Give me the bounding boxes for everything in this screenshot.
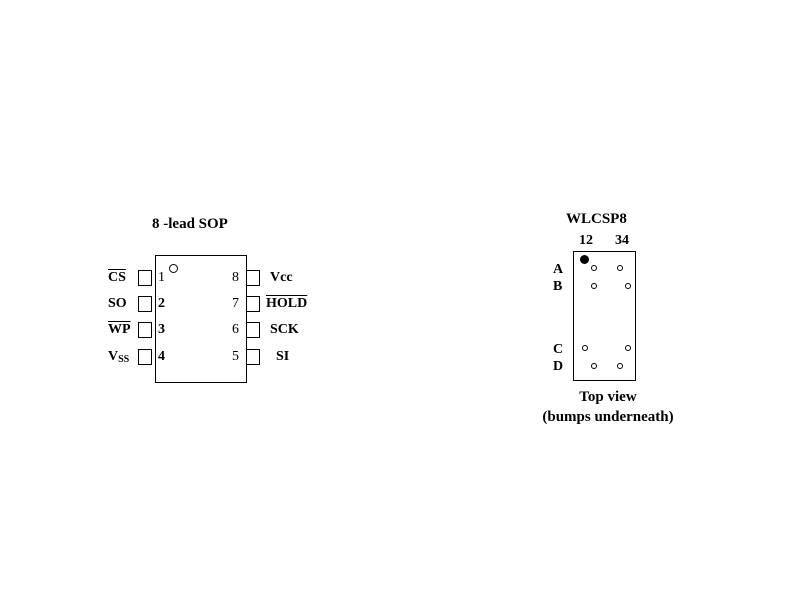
pin-pad-7 — [246, 296, 260, 312]
wlcsp-bump-d3 — [617, 363, 623, 369]
pin-label-si: SI — [276, 349, 290, 364]
wlcsp-row-label-d: D — [553, 359, 564, 374]
pin-label-wp: WP — [108, 322, 131, 337]
pin-label-vss: VSS — [108, 349, 130, 365]
pin-pad-1 — [138, 270, 152, 286]
pin-pad-4 — [138, 349, 152, 365]
pin-label-cs: CS — [108, 270, 126, 285]
wlcsp-row-label-b: B — [553, 279, 563, 294]
wlcsp-bump-c4 — [625, 345, 631, 351]
wlcsp-title: WLCSP8 — [566, 211, 627, 227]
wlcsp-caption-top-view: Top view — [579, 389, 637, 405]
pin-label-sck: SCK — [270, 322, 299, 337]
pin-label-vcc: Vcc — [270, 270, 293, 285]
wlcsp-bump-d2 — [591, 363, 597, 369]
wlcsp-caption-bumps: (bumps underneath) — [542, 409, 674, 425]
pin-pad-6 — [246, 322, 260, 338]
wlcsp-bump-a3 — [617, 265, 623, 271]
pin-pad-8 — [246, 270, 260, 286]
wlcsp-pin1-bump-icon — [580, 255, 589, 264]
wlcsp-bump-b2 — [591, 283, 597, 289]
pin-number-3: 3 — [158, 322, 165, 337]
pin-number-7: 7 — [232, 296, 239, 311]
wlcsp-bump-a2 — [591, 265, 597, 271]
pin-number-4: 4 — [158, 349, 165, 364]
pin-label-so: SO — [108, 296, 127, 311]
wlcsp-row-label-a: A — [553, 262, 564, 277]
wlcsp-column-label-12: 12 — [579, 233, 593, 248]
pin-pad-3 — [138, 322, 152, 338]
wlcsp-column-label-34: 34 — [615, 233, 629, 248]
wlcsp-bump-c1 — [582, 345, 588, 351]
wlcsp-package-body — [573, 251, 636, 381]
pin-pad-2 — [138, 296, 152, 312]
pin-number-8: 8 — [232, 270, 239, 285]
wlcsp-bump-b4 — [625, 283, 631, 289]
sop-package-body — [155, 255, 247, 383]
pin-pad-5 — [246, 349, 260, 365]
wlcsp-row-label-c: C — [553, 342, 564, 357]
pin-number-5: 5 — [232, 349, 239, 364]
pin-number-1: 1 — [158, 270, 165, 285]
pin-label-hold: HOLD — [266, 296, 308, 311]
pin1-marker-icon — [169, 264, 178, 273]
pin-number-6: 6 — [232, 322, 239, 337]
sop-title: 8 -lead SOP — [152, 216, 228, 232]
pin-number-2: 2 — [158, 296, 165, 311]
